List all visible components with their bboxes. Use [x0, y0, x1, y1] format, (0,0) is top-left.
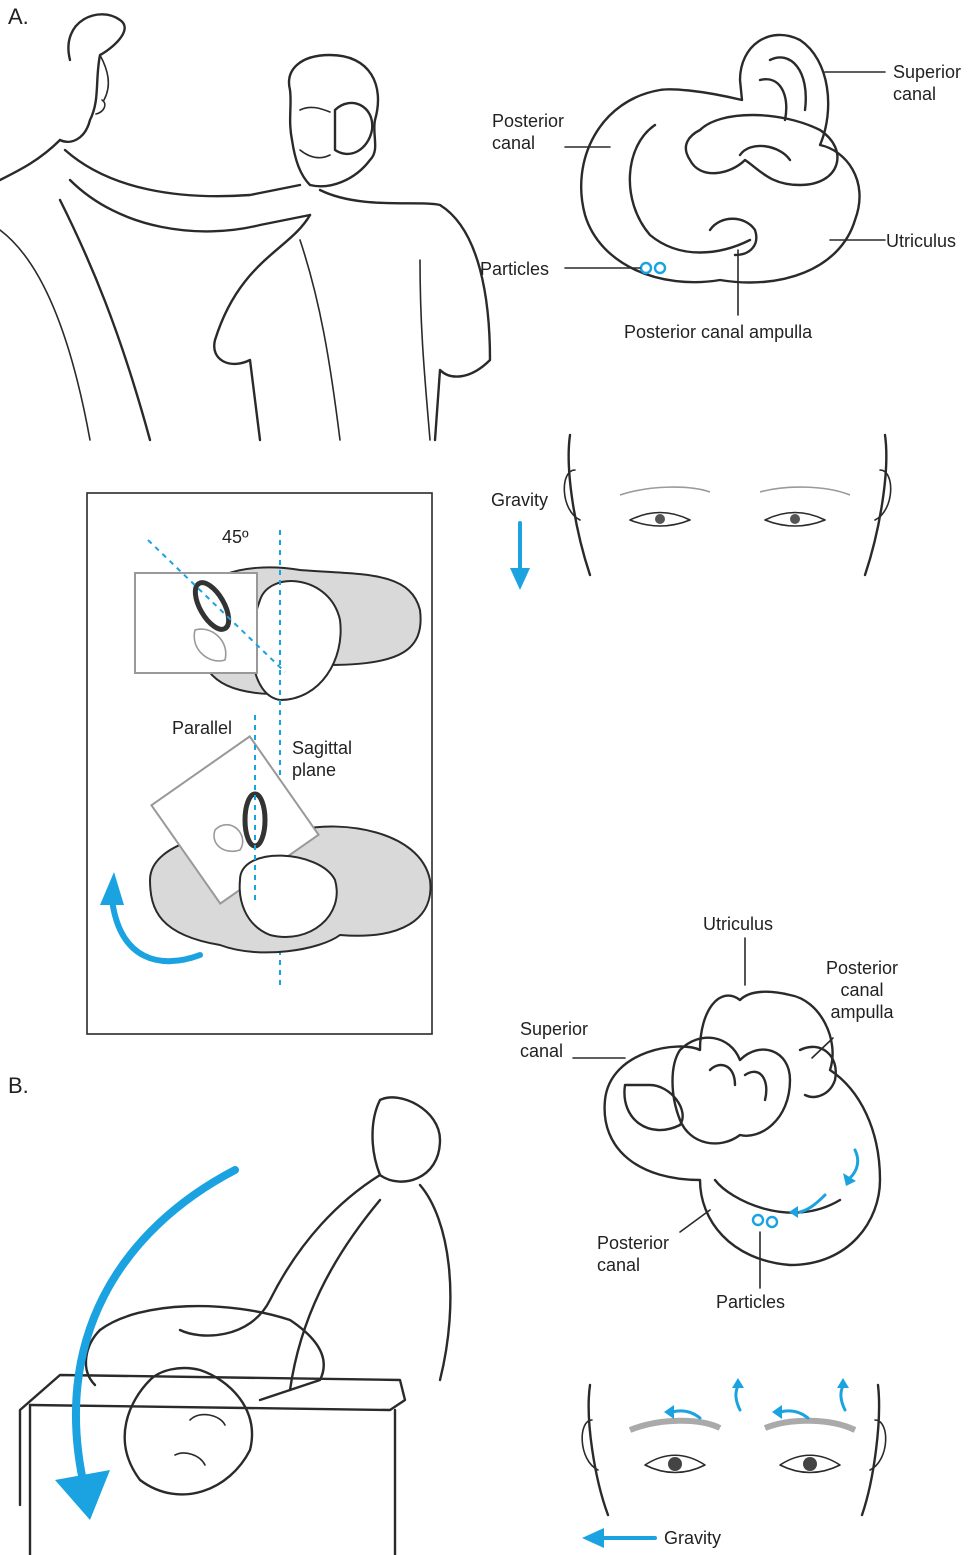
labyrinth-top: [565, 35, 885, 315]
label-parallel: Parallel: [172, 717, 232, 739]
label-gravity-bottom: Gravity: [664, 1527, 721, 1549]
label-gravity-top: Gravity: [491, 489, 548, 511]
label-utriculus-bottom: Utriculus: [703, 913, 773, 935]
label-superior-canal-top: Superior canal: [893, 61, 961, 105]
label-posterior-canal-bottom: Posterior canal: [597, 1232, 669, 1276]
panel-a-label: A.: [8, 6, 29, 28]
face-top: [564, 435, 890, 575]
label-particles-bottom: Particles: [716, 1291, 785, 1313]
label-utriculus-top: Utriculus: [886, 230, 956, 252]
label-posterior-canal-top: Posterior canal: [492, 110, 564, 154]
inset-diagram: [87, 493, 432, 1034]
gravity-arrow-bottom: [582, 1528, 655, 1548]
label-angle: 45º: [222, 526, 249, 548]
label-sagittal-plane: Sagittal plane: [292, 737, 352, 781]
label-particles-top: Particles: [480, 258, 549, 280]
gravity-arrow-top: [510, 523, 530, 590]
label-posterior-canal-ampulla-bottom: Posterior canal ampulla: [812, 957, 912, 1023]
panel-a-illustration: [0, 14, 490, 440]
face-bottom: [582, 1378, 886, 1515]
label-posterior-canal-ampulla-top: Posterior canal ampulla: [624, 321, 812, 343]
panel-b-label: B.: [8, 1075, 29, 1097]
label-superior-canal-bottom: Superior canal: [520, 1018, 588, 1062]
panel-b-illustration: [20, 1097, 450, 1555]
